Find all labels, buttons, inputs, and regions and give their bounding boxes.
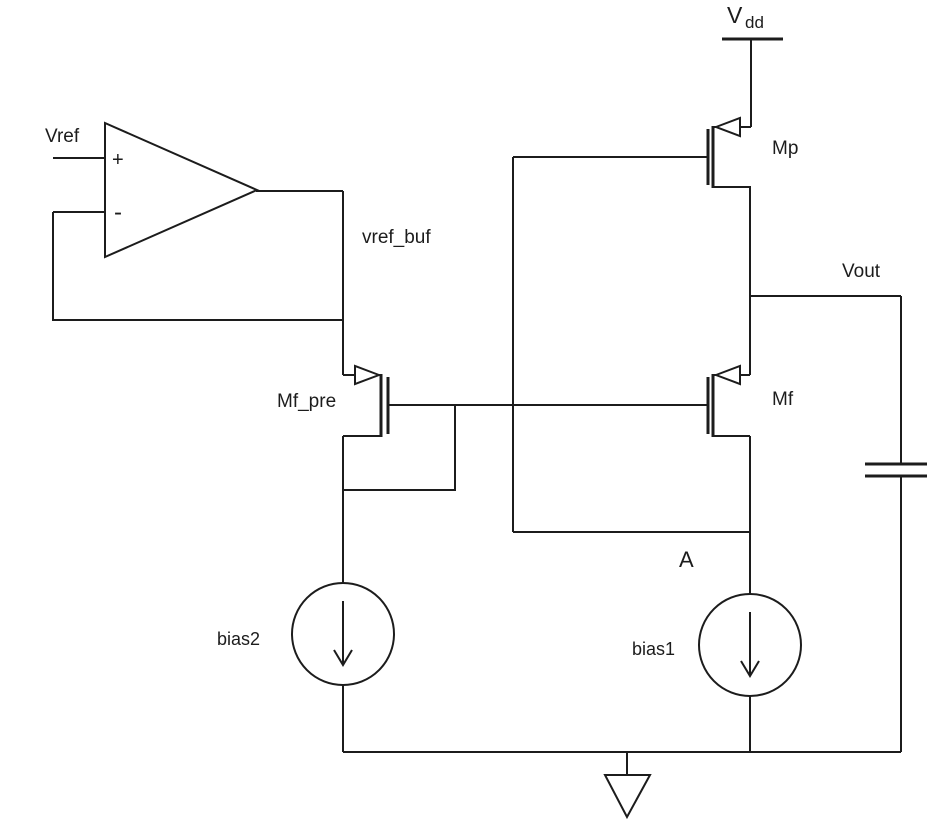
bias2-label: bias2: [217, 629, 260, 649]
vdd-supply: V dd: [722, 2, 783, 127]
opamp: + - Vref: [45, 121, 260, 259]
mf-pre-label: Mf_pre: [277, 391, 336, 412]
node-a: A: [513, 436, 751, 595]
ground-symbol: [603, 752, 652, 820]
opamp-minus-label: -: [114, 199, 122, 226]
current-source-bias2: bias2: [217, 582, 395, 752]
transistor-mf: Mf: [706, 364, 794, 437]
current-source-bias1: bias1: [632, 593, 802, 752]
vdd-label-subscript: dd: [745, 13, 764, 32]
opamp-triangle: [104, 121, 260, 259]
mp-source-arrow: [713, 116, 741, 138]
opamp-plus-label: +: [112, 149, 124, 171]
transistor-mf-pre: Mf_pre: [277, 364, 390, 437]
transistor-mp: Mp: [513, 116, 798, 188]
vref-buf-net: vref_buf: [256, 190, 431, 375]
vout-net: Vout: [749, 187, 902, 463]
ground-triangle: [603, 774, 652, 820]
mf-source-arrow: [713, 364, 741, 386]
capacitor: [865, 462, 927, 752]
vref-label: Vref: [45, 126, 80, 147]
mf-pre-diode-connect-wire: [343, 405, 456, 491]
vref-buf-label: vref_buf: [362, 227, 431, 248]
vout-label: Vout: [842, 261, 881, 282]
vdd-label: V: [727, 2, 743, 28]
mp-label: Mp: [772, 138, 798, 159]
mf-pre-source-arrow: [354, 364, 382, 386]
bias1-label: bias1: [632, 639, 675, 659]
mf-label: Mf: [772, 389, 794, 410]
feedback-wire: [52, 212, 343, 321]
bias1-arrow-head: [740, 660, 760, 678]
bias2-arrow-head: [333, 649, 353, 667]
node-a-label: A: [679, 547, 694, 572]
